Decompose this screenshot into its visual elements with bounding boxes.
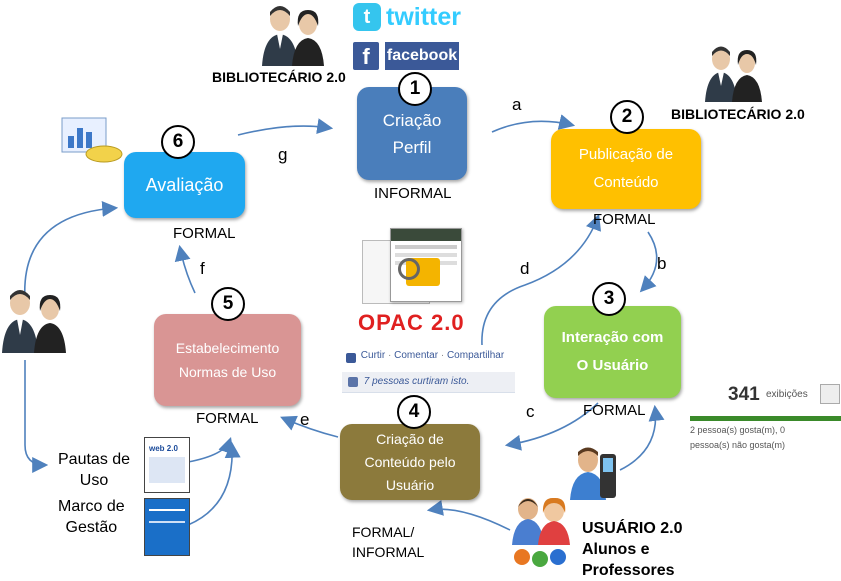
- share-link[interactable]: Compartilhar: [446, 350, 505, 361]
- action-separator: ·: [440, 350, 445, 361]
- step-5-number: 5: [211, 287, 245, 321]
- step-5-box: Estabelecimento Normas de Uso: [154, 314, 301, 406]
- step-4-tag: FORMAL/ INFORMAL: [352, 524, 425, 560]
- step-2-tag: FORMAL: [593, 211, 656, 228]
- arrow-a: [491, 114, 576, 133]
- opac-label: OPAC 2.0: [358, 310, 465, 335]
- arrow-marco-to-norms: [187, 441, 241, 526]
- step-4-box: Criação de Conteúdo pelo Usuário: [340, 424, 480, 500]
- user-label-line1: USUÁRIO 2.0: [582, 520, 683, 537]
- pautas-label: Pautas de Uso: [58, 451, 131, 489]
- step-2-box: Publicação de Conteúdo: [551, 129, 701, 209]
- twitter-wordmark: twitter: [386, 3, 461, 31]
- arrow-pautas-to-norms: [187, 436, 234, 463]
- step-6-number: 6: [161, 125, 195, 159]
- arrow-label-e: e: [300, 410, 310, 429]
- step-1-tag: INFORMAL: [374, 185, 452, 202]
- arrow-label-d: d: [520, 259, 530, 278]
- step-1-number: 1: [398, 72, 432, 106]
- like-link[interactable]: Curtir: [360, 350, 386, 361]
- doc-title: web 2.0: [149, 444, 178, 453]
- step-3-number: 3: [592, 282, 626, 316]
- like-count-text: 7 pessoas curtiram isto.: [363, 376, 470, 387]
- step-5-tag: FORMAL: [196, 410, 259, 427]
- pautas-document-image: web 2.0: [144, 437, 190, 493]
- arrow-c: [504, 402, 599, 451]
- arrow-label-f: f: [200, 259, 205, 278]
- arrow-f: [174, 244, 196, 294]
- thumbs-up-icon: [346, 353, 356, 363]
- facebook-logo: f facebook: [353, 42, 461, 72]
- arrow-label-b: b: [657, 254, 667, 273]
- views-count: 341: [728, 384, 760, 405]
- librarian-right-label: BIBLIOTECÁRIO 2.0: [671, 106, 805, 122]
- step-2-number: 2: [610, 100, 644, 134]
- stats-chart-icon: [820, 384, 840, 404]
- step-4-label: Criação de Conteúdo pelo Usuário: [364, 430, 456, 493]
- arrow-d: [481, 214, 601, 346]
- opac-screenshot-image: [362, 228, 462, 308]
- arrow-b: [639, 231, 658, 293]
- arrow-phone-to-interaction: [619, 404, 665, 471]
- likes-text-1: 2 pessoa(s) gosta(m), 0: [690, 425, 786, 435]
- step-6-tag: FORMAL: [173, 225, 236, 242]
- arrow-label-g: g: [278, 145, 288, 164]
- facebook-actions-bar: Curtir · Comentar · Compartilhar 7 pesso…: [342, 350, 517, 394]
- librarian-top-label: BIBLIOTECÁRIO 2.0: [212, 69, 346, 85]
- likes-ratio-bar: [690, 416, 841, 421]
- step-6-box: Avaliação: [124, 152, 245, 218]
- arrow-g: [237, 118, 334, 136]
- step-1-label: Criação Perfil: [382, 110, 442, 157]
- arrow-label-c: c: [526, 402, 535, 421]
- marco-document-image: [144, 498, 190, 556]
- like-count-icon: [348, 377, 358, 387]
- facebook-f-icon: f: [353, 42, 379, 70]
- step-5-label: Estabelecimento Normas de Uso: [175, 340, 280, 380]
- magnifier-icon: [398, 258, 420, 280]
- marco-label: Marco de Gestão: [58, 498, 125, 536]
- step-3-label: Interação com O Usuário: [561, 329, 664, 374]
- views-widget: 341 exibições 2 pessoa(s) gosta(m), 0 pe…: [690, 380, 841, 460]
- step-4-number: 4: [397, 395, 431, 429]
- step-6-label: Avaliação: [145, 174, 224, 195]
- arrow-label-a: a: [512, 95, 522, 114]
- user-label: USUÁRIO 2.0 Alunos e Professores: [582, 518, 682, 581]
- likes-text-2: pessoa(s) não gosta(m): [690, 440, 786, 450]
- twitter-bird-icon: t: [353, 3, 381, 31]
- step-2-label: Publicação de Conteúdo: [578, 146, 674, 191]
- arrow-left-to-evaluation: [24, 200, 119, 301]
- step-3-box: Interação com O Usuário: [544, 306, 681, 398]
- arrow-users-to-content: [426, 500, 511, 531]
- step-3-tag: FORMAL: [583, 402, 646, 419]
- user-label-line2: Alunos e: [582, 541, 650, 558]
- arrow-left-to-pautas: [24, 360, 49, 473]
- arrow-e: [280, 415, 339, 438]
- action-separator: ·: [388, 350, 392, 361]
- views-label: exibições: [766, 389, 808, 400]
- facebook-wordmark: facebook: [385, 42, 459, 70]
- comment-link[interactable]: Comentar: [394, 350, 439, 361]
- user-label-line3: Professores: [582, 562, 675, 579]
- twitter-logo: t twitter: [353, 3, 465, 35]
